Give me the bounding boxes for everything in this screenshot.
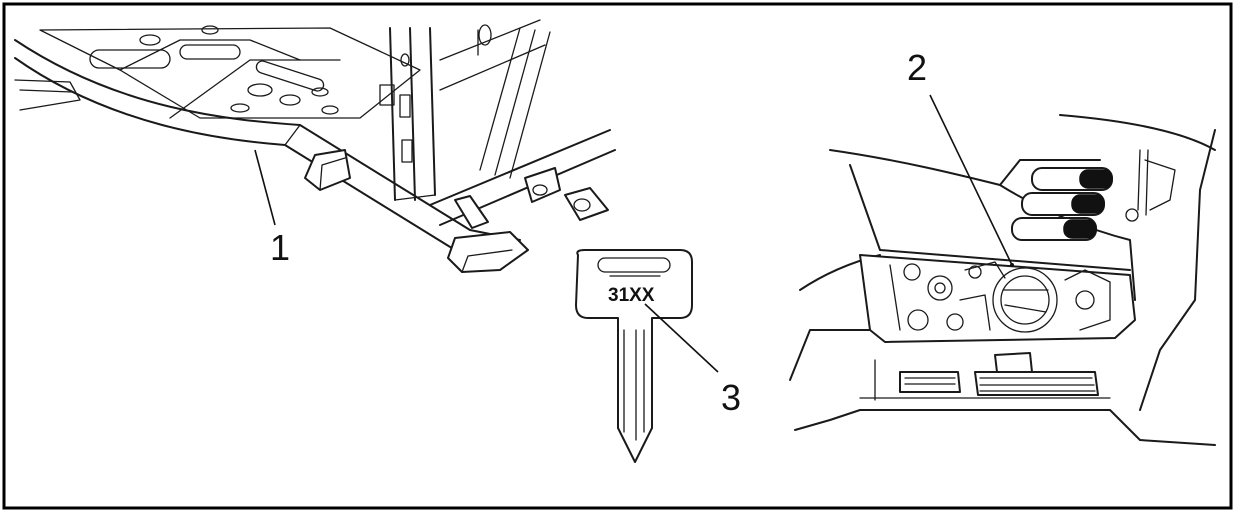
engine-compartment-illustration <box>789 114 1216 446</box>
ignition-key-illustration <box>575 249 693 463</box>
leader-line-3 <box>644 303 719 373</box>
leader-2-endpoint <box>1010 263 1014 267</box>
callout-1: 1 <box>270 227 290 268</box>
key-stamp-text: 31XX <box>608 285 655 306</box>
leader-line-1 <box>254 149 276 226</box>
callout-3: 3 <box>721 377 741 418</box>
callout-2: 2 <box>907 47 927 88</box>
leader-line-2 <box>929 94 1013 266</box>
chassis-frame-illustration <box>14 19 616 273</box>
